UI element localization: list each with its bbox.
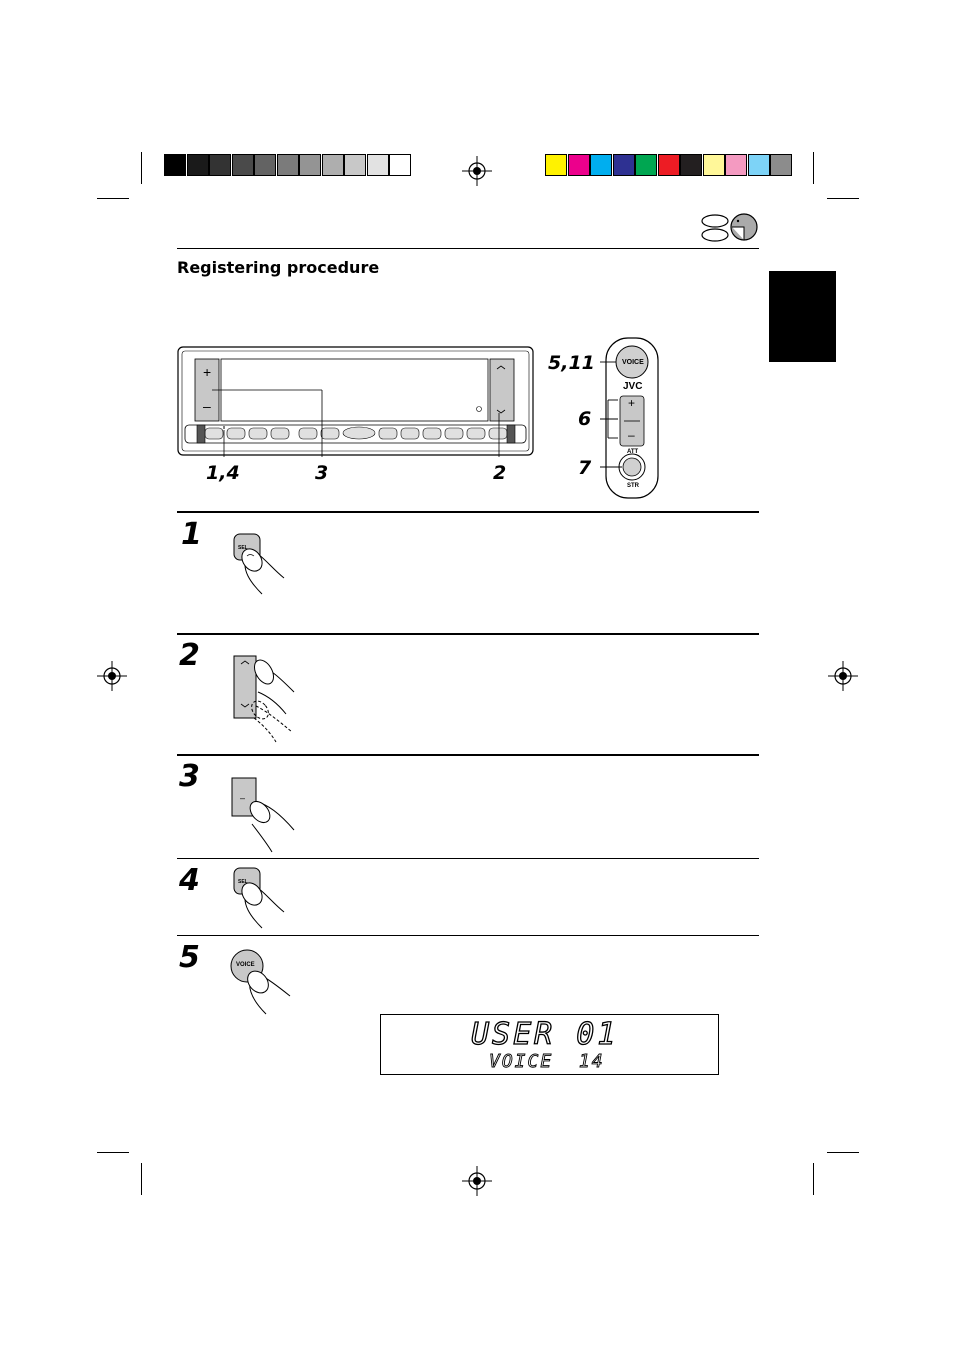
color-swatch	[545, 154, 567, 176]
grayscale-swatch	[164, 154, 186, 176]
lcd-line-2: VOICE 14	[489, 1051, 605, 1073]
header-rule	[177, 248, 759, 249]
remote-att-label: ATT	[627, 449, 639, 455]
color-swatch	[680, 154, 702, 176]
step-3-minus-label: –	[240, 793, 246, 803]
remote-voice-label: VOICE	[622, 359, 644, 366]
grayscale-swatch	[366, 154, 389, 176]
callout-3: 3	[315, 462, 329, 484]
callout-1-4: 1,4	[206, 462, 240, 484]
panel-plus-label: +	[203, 364, 212, 380]
grayscale-swatch	[389, 154, 411, 176]
color-swatch	[702, 154, 725, 176]
color-swatch	[635, 154, 657, 176]
step-4-press-sel-illustration	[233, 867, 285, 929]
step-5-number: 5	[179, 940, 200, 975]
step-1-sel-label: SEL	[238, 545, 248, 551]
callout-2: 2	[493, 462, 507, 484]
head-unit-front-panel	[177, 346, 534, 457]
step-3-rule	[177, 754, 759, 756]
grayscale-swatch	[186, 154, 209, 176]
step-1-rule	[177, 511, 759, 513]
color-swatch	[657, 154, 680, 176]
color-swatch	[747, 154, 770, 176]
step-2-rule	[177, 633, 759, 635]
color-swatch	[612, 154, 635, 176]
step-1-number: 1	[181, 517, 202, 552]
disc-changer-icon	[701, 213, 758, 242]
registration-target-right	[828, 661, 858, 691]
grayscale-swatch	[344, 154, 366, 176]
step-4-number: 4	[179, 863, 200, 898]
registration-target-top	[462, 156, 492, 186]
grayscale-swatch	[276, 154, 299, 176]
callout-7: 7	[578, 457, 592, 479]
color-swatch	[770, 154, 792, 176]
step-4-rule	[177, 858, 759, 859]
step-2-up-down-illustration	[233, 655, 295, 743]
color-swatch	[725, 154, 747, 176]
grayscale-swatch	[299, 154, 321, 176]
remote-minus-label: –	[628, 428, 635, 442]
grayscale-swatch	[231, 154, 254, 176]
language-tab	[769, 271, 836, 362]
callout-6: 6	[578, 408, 592, 430]
lcd-line-1: USER 01	[470, 1016, 619, 1052]
step-5-press-voice-illustration	[230, 949, 291, 1015]
remote-controller	[600, 337, 659, 499]
grayscale-swatch	[254, 154, 276, 176]
section-title: Registering procedure	[177, 258, 380, 277]
color-swatch	[567, 154, 590, 176]
step-3-number: 3	[179, 759, 200, 794]
step-3-press-minus-illustration	[231, 777, 295, 853]
grayscale-swatch	[209, 154, 231, 176]
step-5-voice-label: VOICE	[236, 962, 255, 968]
registration-target-left	[97, 661, 127, 691]
remote-str-label: STR	[627, 483, 639, 489]
step-5-rule	[177, 935, 759, 936]
step-1-press-sel-illustration	[233, 533, 285, 595]
grayscale-swatch	[321, 154, 344, 176]
registration-target-bottom	[462, 1166, 492, 1196]
step-2-number: 2	[179, 638, 200, 673]
panel-minus-label: –	[203, 398, 211, 414]
remote-plus-label: +	[628, 396, 636, 410]
step-4-sel-label: SEL	[238, 879, 248, 885]
remote-brand-logo: JVC	[623, 381, 643, 392]
color-swatch	[590, 154, 612, 176]
lcd-display: USER 01 VOICE 14	[380, 1014, 719, 1075]
callout-5-11: 5,11	[548, 352, 595, 374]
